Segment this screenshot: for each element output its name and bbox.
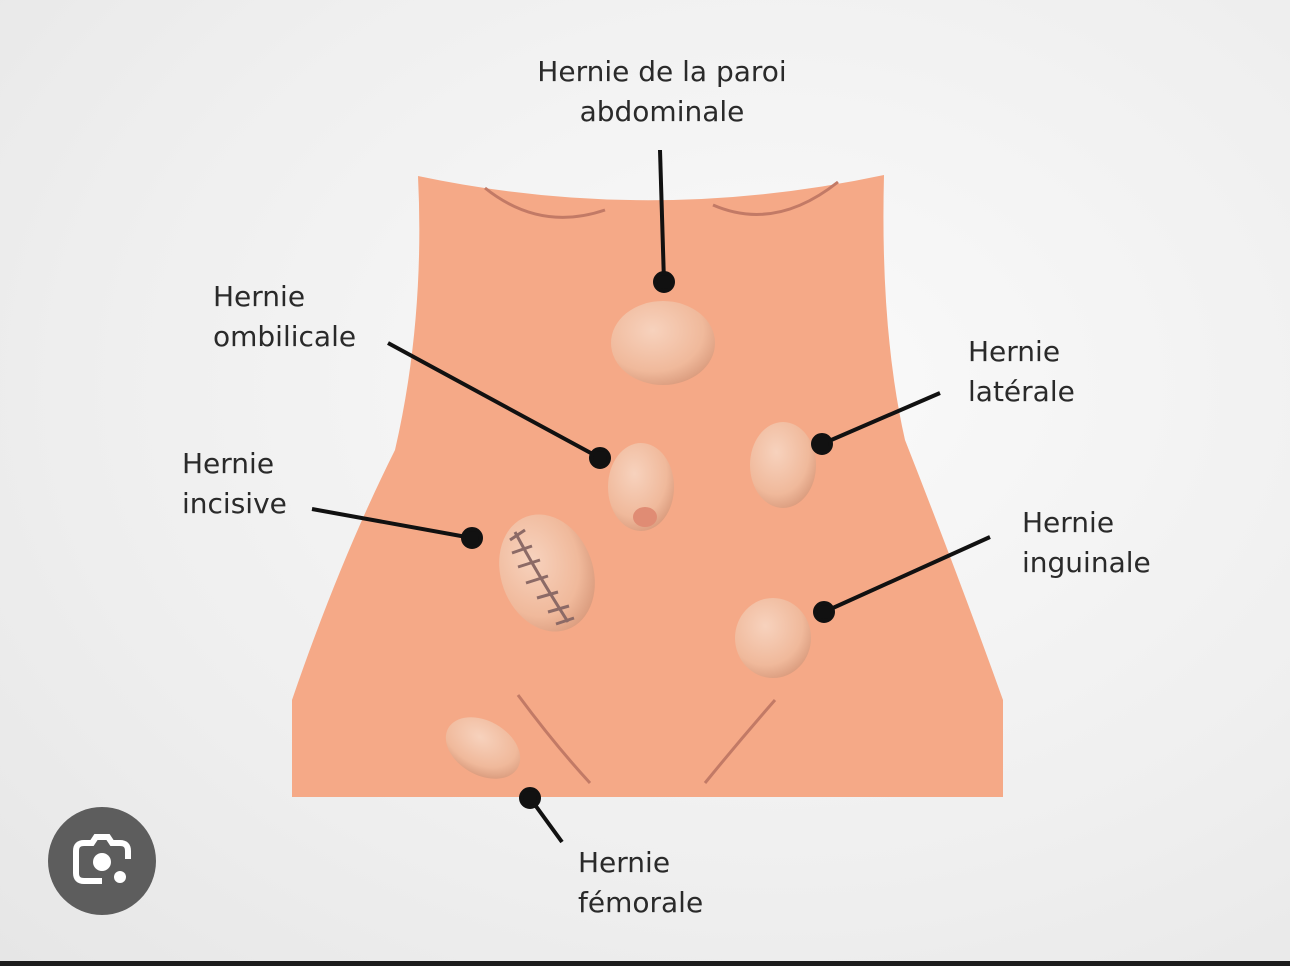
- label-line: Hernie de la paroi: [537, 55, 787, 88]
- label-line: fémorale: [578, 886, 704, 919]
- label-line: ombilicale: [213, 320, 357, 353]
- label-inguinal-hernia: Hernie inguinale: [1022, 503, 1151, 583]
- label-line: Hernie: [968, 335, 1061, 368]
- bottom-bar: [0, 961, 1290, 966]
- label-line: Hernie: [213, 280, 306, 313]
- leader-lines: [311, 149, 991, 844]
- navel: [633, 507, 657, 527]
- hernia-incisional: [499, 514, 595, 632]
- label-line: Hernie: [1022, 506, 1115, 539]
- label-line: latérale: [968, 375, 1075, 408]
- hernia-umbilical: [608, 443, 674, 531]
- chest-line-right: [712, 180, 839, 216]
- hernia-lateral: [750, 422, 816, 508]
- scar-stitches: [509, 528, 575, 626]
- label-lateral-hernia: Hernie latérale: [968, 332, 1075, 412]
- label-femoral-hernia: Hernie fémorale: [578, 843, 703, 923]
- label-line: incisive: [182, 487, 287, 520]
- hernia-abdominal-wall: [611, 301, 715, 385]
- groin-line-right: [703, 699, 777, 784]
- label-abdominal-wall-hernia: Hernie de la paroi abdominale: [520, 52, 804, 132]
- label-line: Hernie: [182, 447, 275, 480]
- chest-line-left: [484, 186, 606, 219]
- hernia-inguinal: [735, 598, 811, 678]
- google-lens-button[interactable]: [48, 807, 156, 915]
- label-umbilical-hernia: Hernie ombilicale: [213, 277, 356, 357]
- label-line: Hernie: [578, 846, 671, 879]
- label-line: abdominale: [579, 95, 745, 128]
- hernia-femoral: [445, 717, 521, 779]
- google-lens-icon: [73, 834, 131, 884]
- label-incisional-hernia: Hernie incisive: [182, 444, 287, 524]
- label-line: inguinale: [1022, 546, 1151, 579]
- groin-line-left: [516, 694, 592, 785]
